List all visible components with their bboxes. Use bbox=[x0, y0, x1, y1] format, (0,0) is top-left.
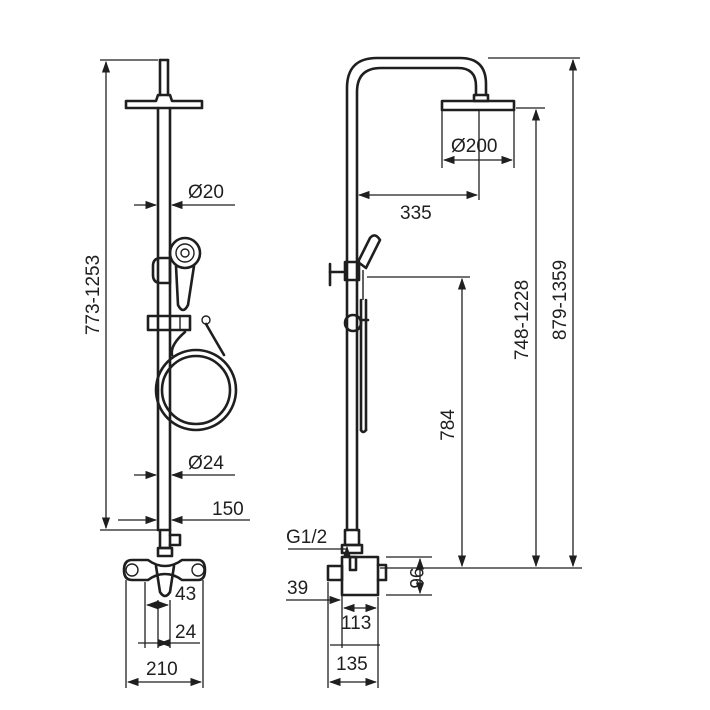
dim-24-label: 24 bbox=[175, 622, 197, 643]
front-view bbox=[122, 58, 238, 598]
side-arm-inner bbox=[355, 66, 478, 532]
arm-reach-label: 335 bbox=[400, 203, 432, 224]
side-view bbox=[326, 56, 516, 597]
front-diverter bbox=[156, 528, 182, 558]
depth-label: 135 bbox=[336, 654, 368, 675]
front-holder-bracket bbox=[146, 314, 211, 332]
side-arm-outer bbox=[345, 56, 488, 532]
inlet-thread-label: G1/2 bbox=[286, 527, 327, 548]
side-dimensions: Ø200 335 748-1228 879-1359 784 G1/2 96 bbox=[286, 57, 582, 688]
side-hose bbox=[359, 298, 368, 434]
side-hand-shower bbox=[328, 234, 382, 300]
front-riser-pipe bbox=[156, 106, 172, 532]
wall-offset-label: 150 bbox=[212, 499, 244, 520]
front-hose bbox=[154, 322, 238, 432]
mixer-width-label: 210 bbox=[146, 659, 178, 680]
dim-43-label: 43 bbox=[175, 584, 196, 605]
side-diverter bbox=[340, 528, 364, 555]
head-height-label: 748-1228 bbox=[512, 280, 533, 360]
holder-height-label: 784 bbox=[438, 409, 459, 441]
total-height-label: 879-1359 bbox=[550, 260, 571, 340]
dim-113-label: 113 bbox=[341, 613, 371, 634]
mixer-height-label: 96 bbox=[405, 567, 426, 588]
side-shower-head bbox=[440, 99, 516, 112]
riser-diameter-label: Ø20 bbox=[188, 182, 224, 203]
front-head-connector bbox=[158, 58, 170, 97]
lower-pipe-diameter-label: Ø24 bbox=[188, 453, 224, 474]
front-hand-shower bbox=[151, 236, 202, 312]
side-mixer bbox=[326, 555, 388, 597]
head-diameter-label: Ø200 bbox=[451, 136, 497, 157]
dim-39-label: 39 bbox=[287, 578, 308, 599]
front-height-label: 773-1253 bbox=[83, 255, 104, 335]
front-shower-head bbox=[124, 93, 204, 110]
front-dimensions: 773-1253 Ø20 Ø24 150 43 24 210 bbox=[83, 59, 250, 688]
front-mixer bbox=[122, 558, 207, 598]
